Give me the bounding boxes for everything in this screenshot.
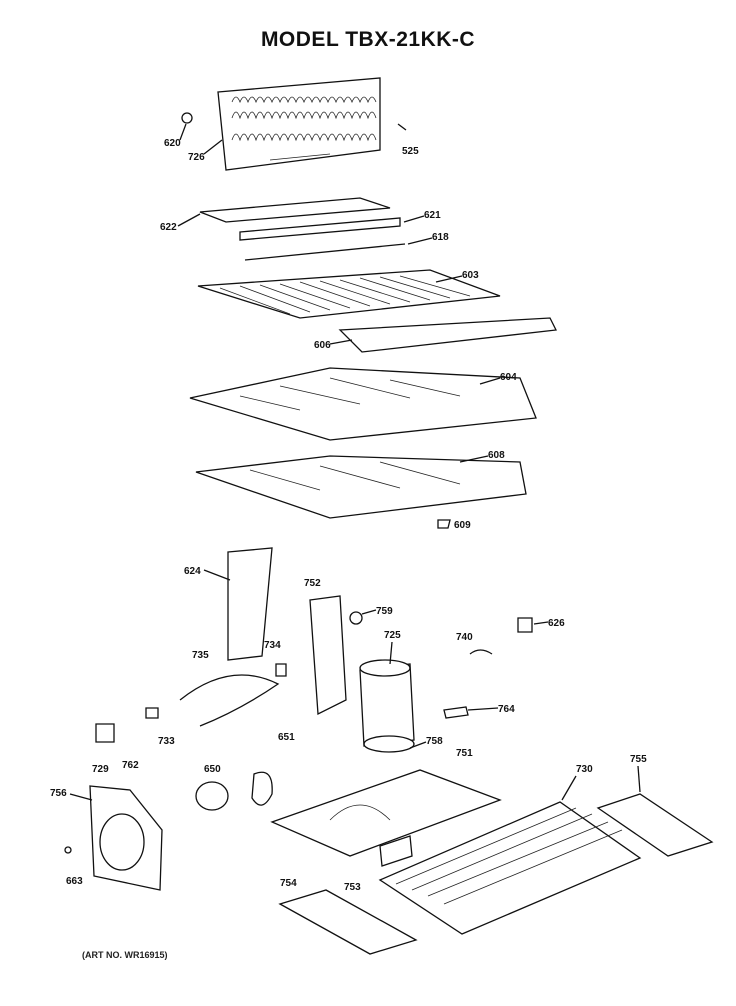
part-735-harness xyxy=(179,674,280,727)
part-663-screw xyxy=(64,846,72,854)
part-525-clip xyxy=(397,123,407,131)
part-622-panel xyxy=(199,197,391,223)
callout-609: 609 xyxy=(454,520,471,531)
diagram-title: MODEL TBX-21KK-C xyxy=(260,28,476,51)
part-606-front xyxy=(338,317,557,353)
callout-753: 753 xyxy=(344,882,361,893)
callout-762: 762 xyxy=(122,760,139,771)
part-755-plate xyxy=(596,793,714,857)
callout-624: 624 xyxy=(184,566,201,577)
callout-740: 740 xyxy=(456,632,473,643)
callout-621: 621 xyxy=(424,210,441,221)
callout-729: 729 xyxy=(92,764,109,775)
callout-726: 726 xyxy=(188,152,205,163)
callout-604: 604 xyxy=(500,372,517,383)
callout-734: 734 xyxy=(264,640,281,651)
part-752-bracket xyxy=(309,595,347,716)
callout-620: 620 xyxy=(164,138,181,149)
part-740-spring xyxy=(469,649,493,655)
callout-603: 603 xyxy=(462,270,479,281)
callout-labels: 620 726 525 622 621 618 603 606 604 608 … xyxy=(50,123,647,893)
callout-759: 759 xyxy=(376,606,393,617)
part-726-coil xyxy=(217,77,381,171)
callout-756: 756 xyxy=(50,788,67,799)
art-number: (ART NO. WR16915) xyxy=(82,950,168,960)
part-604-pan xyxy=(189,367,537,441)
callout-751: 751 xyxy=(456,748,473,759)
callout-606: 606 xyxy=(314,340,331,351)
part-753-bracket xyxy=(379,835,413,867)
callout-622: 622 xyxy=(160,222,177,233)
part-609-bracket xyxy=(437,519,451,529)
part-764-plate xyxy=(443,706,469,719)
callout-752: 752 xyxy=(304,578,321,589)
callout-651: 651 xyxy=(278,732,295,743)
callout-618: 618 xyxy=(432,232,449,243)
callout-608: 608 xyxy=(488,450,505,461)
callout-730: 730 xyxy=(576,764,593,775)
part-608-pan xyxy=(195,455,527,519)
callout-725: 725 xyxy=(384,630,401,641)
part-621-bar xyxy=(239,217,401,241)
callout-650: 650 xyxy=(204,764,221,775)
callout-626: 626 xyxy=(548,618,565,629)
callout-755: 755 xyxy=(630,754,647,765)
part-730-condenser xyxy=(378,801,642,935)
callout-764: 764 xyxy=(498,704,515,715)
part-603-shelf xyxy=(197,269,501,319)
part-734-connector xyxy=(275,663,287,677)
part-733-connector xyxy=(145,707,159,719)
part-751-base xyxy=(270,769,502,857)
callout-525: 525 xyxy=(402,146,419,157)
part-729-block xyxy=(95,723,115,743)
callout-754: 754 xyxy=(280,878,297,889)
part-626-relay xyxy=(517,617,533,633)
callout-663: 663 xyxy=(66,876,83,887)
part-618-rod xyxy=(244,243,406,261)
part-759-grommet xyxy=(349,611,363,625)
part-725-compressor xyxy=(359,659,415,753)
part-624-duct xyxy=(227,547,273,661)
part-762-shroud xyxy=(89,785,163,891)
callout-735: 735 xyxy=(192,650,209,661)
callout-758: 758 xyxy=(426,736,443,747)
callout-733: 733 xyxy=(158,736,175,747)
part-754-plate xyxy=(278,889,418,955)
part-620-knob xyxy=(181,112,193,124)
part-650-motor xyxy=(195,781,229,811)
part-651-blade xyxy=(251,771,273,806)
